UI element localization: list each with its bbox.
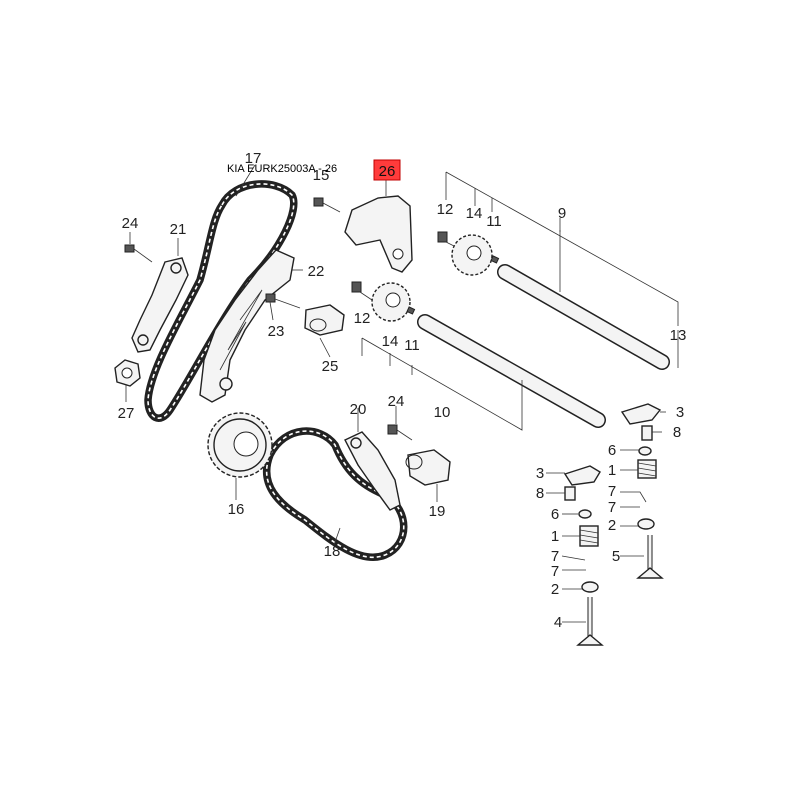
callout-bracket-10 <box>361 337 523 431</box>
callout-2-upper: 2 <box>608 517 616 534</box>
callout-10: 10 <box>434 404 451 421</box>
chain-guide-20 <box>344 431 401 511</box>
callout-15: 15 <box>313 167 330 184</box>
callout-5: 5 <box>612 548 620 565</box>
rocker-3-lower <box>563 465 601 486</box>
callout-7-upper-b: 7 <box>608 499 616 516</box>
spring-1-upper <box>637 459 657 479</box>
callout-21: 21 <box>170 221 187 238</box>
bracket-26 <box>344 195 413 273</box>
callout-19: 19 <box>429 503 446 520</box>
seal-6-lower <box>578 509 592 519</box>
bolt-24-upper <box>124 244 153 263</box>
cam-sprocket-14-upper <box>451 234 493 276</box>
callout-7-upper-a: 7 <box>608 483 616 500</box>
callout-20: 20 <box>350 401 367 418</box>
callout-4: 4 <box>554 614 562 631</box>
pin-11-lower <box>406 306 416 315</box>
callout-25: 25 <box>322 358 339 375</box>
callout-bracket-9 <box>445 171 679 326</box>
callout-7-lower-b: 7 <box>551 563 559 580</box>
callout-6-lower: 6 <box>551 506 559 523</box>
callout-24-lower: 24 <box>388 393 405 410</box>
chain-guide-21 <box>131 257 189 353</box>
tensioner-arm-22 <box>199 249 295 403</box>
callout-2-lower: 2 <box>551 581 559 598</box>
timing-chain-upper <box>144 180 298 422</box>
callout-16: 16 <box>228 501 245 518</box>
bolt-15 <box>313 197 341 213</box>
callout-12-upper: 12 <box>437 201 454 218</box>
callout-18: 18 <box>324 543 341 560</box>
callout-24-upper: 24 <box>122 215 139 232</box>
callout-8-upper: 8 <box>673 424 681 441</box>
tensioner-19 <box>405 449 451 486</box>
callout-3-upper: 3 <box>676 404 684 421</box>
valve-4 <box>576 597 604 646</box>
callout-23: 23 <box>268 323 285 340</box>
valve-5 <box>636 535 664 579</box>
callout-1-upper: 1 <box>608 462 616 479</box>
callout-13: 13 <box>670 327 687 344</box>
diagram-title: KIA EURK25003A - 26 <box>227 163 338 175</box>
retainer-2-upper <box>637 518 655 530</box>
callout-1-lower: 1 <box>551 528 559 545</box>
tensioner-25 <box>304 304 345 336</box>
highlight-label: 26 <box>379 163 396 180</box>
crank-sprocket-16 <box>207 412 273 478</box>
highlight-box <box>373 159 401 181</box>
callout-27: 27 <box>118 405 135 422</box>
callout-7-lower-a: 7 <box>551 548 559 565</box>
retainer-2-lower <box>581 581 599 593</box>
pin-11-upper <box>490 255 500 264</box>
callout-3-lower: 3 <box>536 465 544 482</box>
callout-22: 22 <box>308 263 325 280</box>
nut-27 <box>114 359 141 387</box>
bolt-12-lower <box>351 281 373 301</box>
callout-14-lower: 14 <box>382 333 399 350</box>
callout-11-upper: 11 <box>486 213 502 230</box>
callout-17: 17 <box>245 150 262 167</box>
bolt-23 <box>265 293 301 309</box>
cam-sprocket-14-lower <box>371 282 411 322</box>
callout-8-lower: 8 <box>536 485 544 502</box>
callout-11-lower: 11 <box>404 337 420 354</box>
timing-chain-lower <box>262 427 408 561</box>
callout-6-upper: 6 <box>608 442 616 459</box>
camshaft-9 <box>497 264 670 370</box>
seal-6-upper <box>638 446 652 456</box>
leader-lines <box>125 164 679 623</box>
spring-1-lower <box>579 525 599 547</box>
callout-9: 9 <box>558 205 566 222</box>
callout-14-upper: 14 <box>466 205 483 222</box>
bolt-24-lower <box>387 424 413 441</box>
rocker-3-upper <box>620 403 662 425</box>
lash-adjuster-8-upper <box>641 425 653 441</box>
callout-12-lower: 12 <box>354 310 371 327</box>
lash-adjuster-8-lower <box>564 486 576 501</box>
camshaft-10 <box>417 314 606 428</box>
